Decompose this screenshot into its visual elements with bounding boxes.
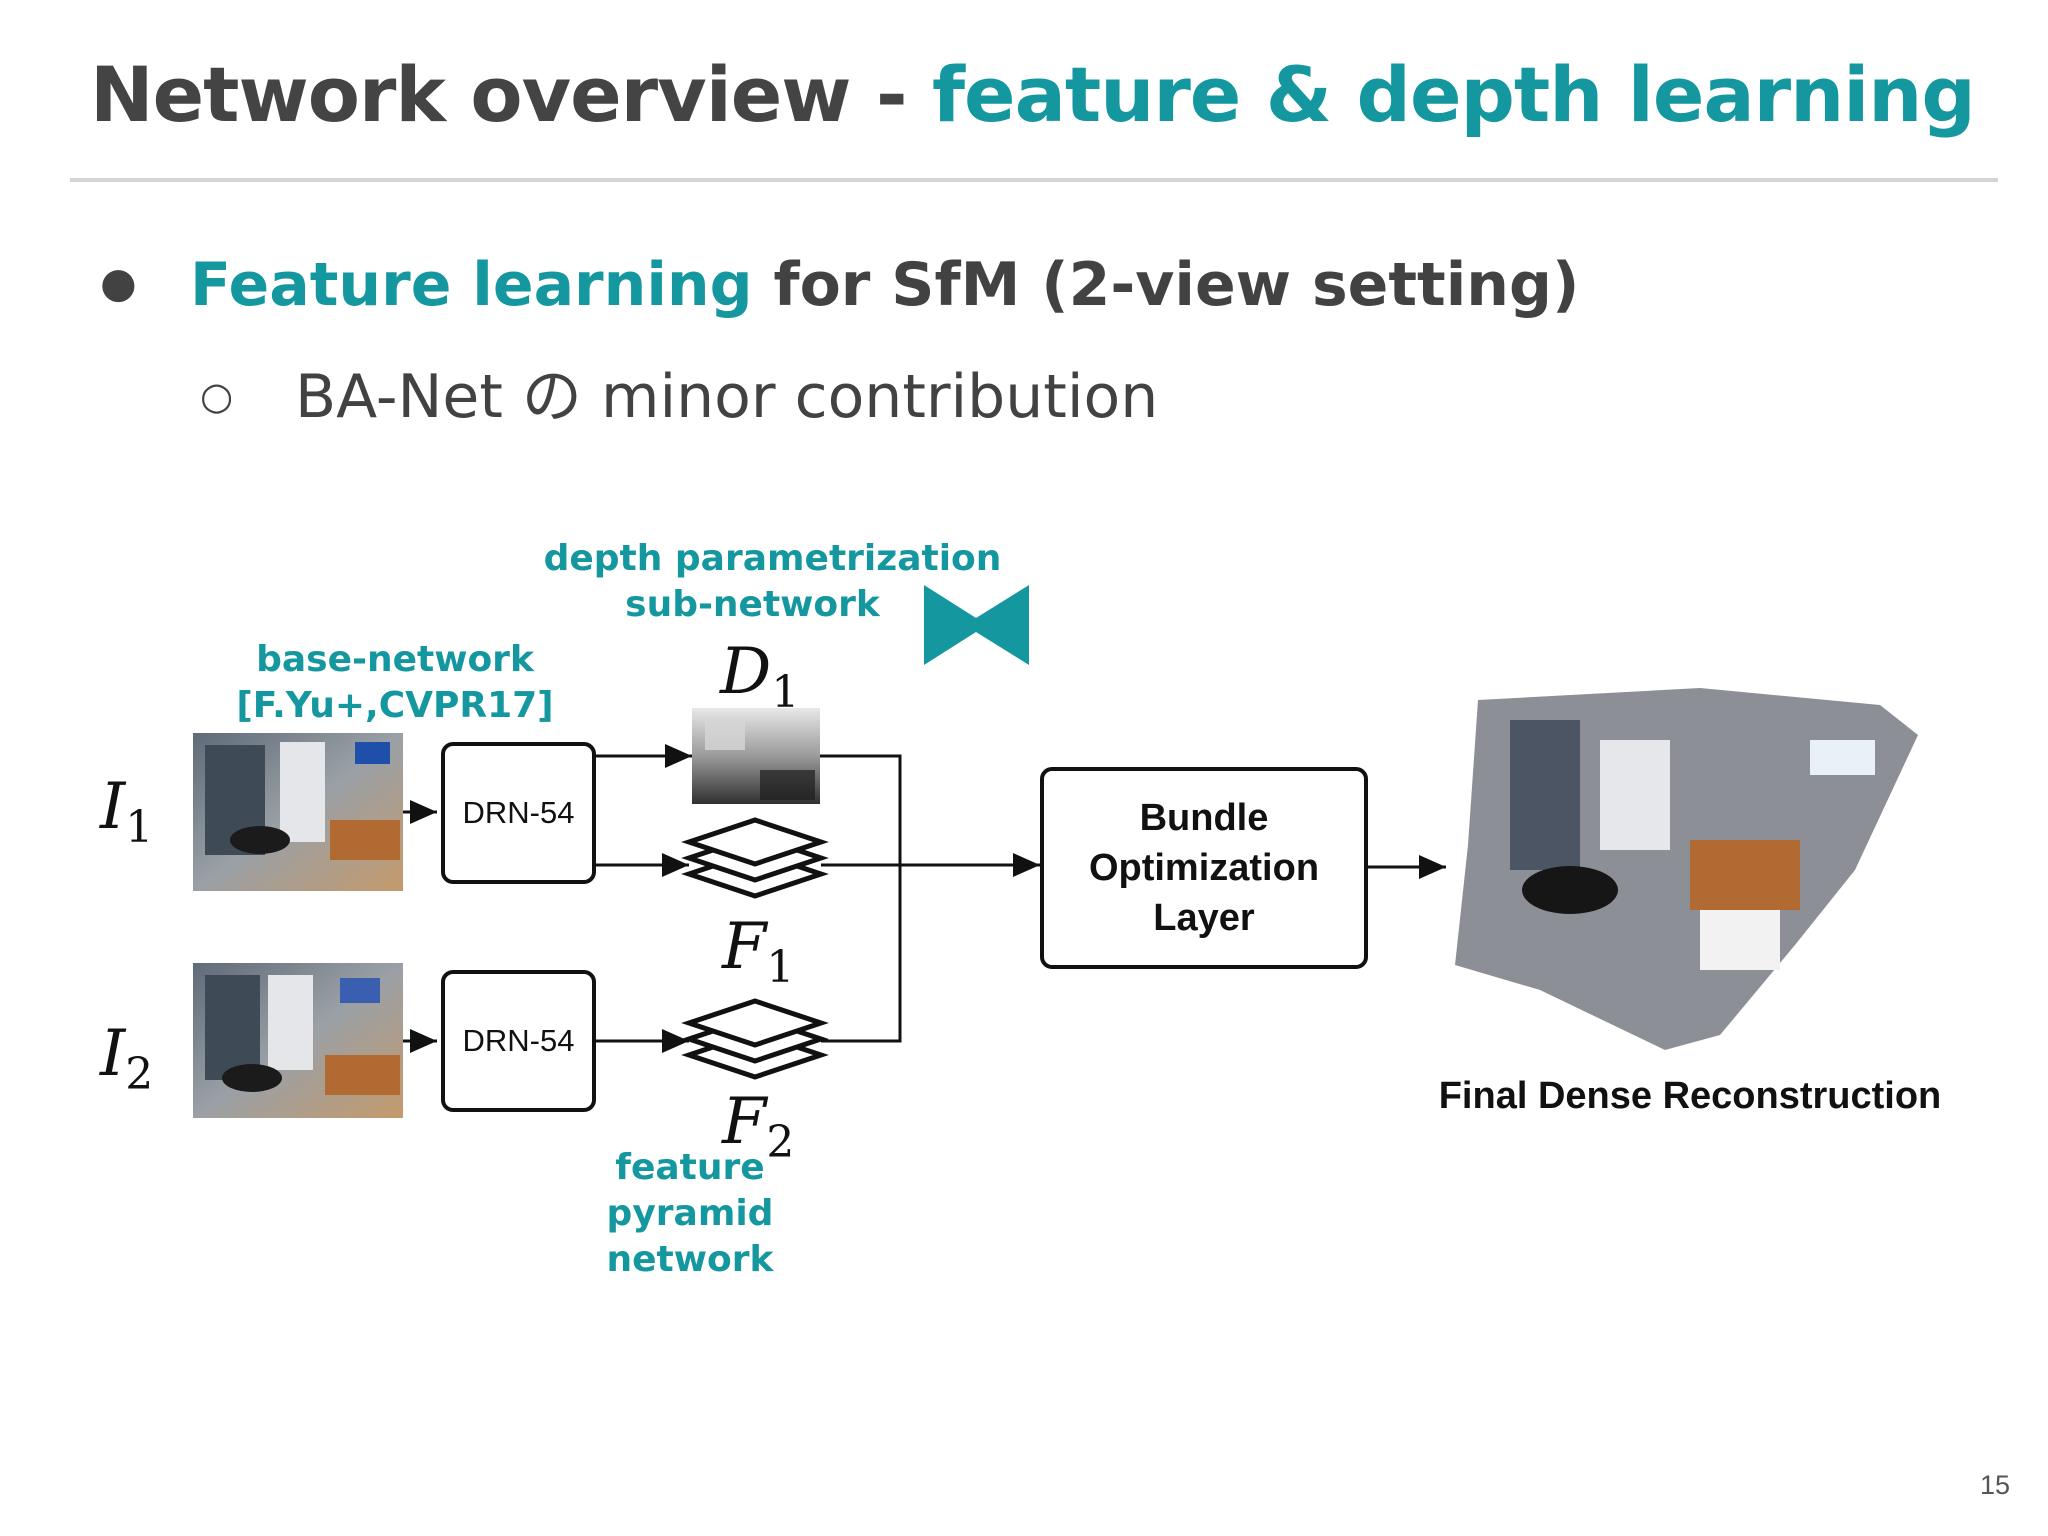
drn54-label-1: DRN-54 bbox=[462, 795, 575, 830]
feature2-symbol: F2 bbox=[722, 1090, 794, 1165]
image2-letter: I bbox=[100, 1017, 126, 1091]
image1-letter: I bbox=[100, 770, 126, 844]
fpn-label: feature pyramid network bbox=[530, 1145, 850, 1283]
input-image-1 bbox=[193, 733, 403, 891]
depth-subscript: 1 bbox=[771, 667, 800, 718]
bundle-line2: Optimization bbox=[1088, 847, 1320, 889]
reconstruction-image bbox=[1455, 688, 1918, 1050]
base-label-line1: base-network bbox=[256, 639, 534, 680]
bullet-dot-icon: ● bbox=[100, 258, 137, 307]
image2-symbol: I2 bbox=[100, 1022, 153, 1097]
bundle-line3: Layer bbox=[1153, 897, 1255, 939]
depth-subnetwork-label: depth parametrization sub-network bbox=[530, 536, 1015, 628]
fpn-label-line1: feature pyramid bbox=[606, 1147, 774, 1234]
drn54-box-2: DRN-54 bbox=[441, 970, 596, 1112]
title-prefix: Network overview - bbox=[90, 50, 932, 139]
bullet1-rest: for SfM (2-view setting) bbox=[752, 250, 1580, 320]
depth-label-line1: depth parametrization bbox=[543, 538, 1002, 579]
depth-map-d1 bbox=[692, 708, 820, 804]
feature1-subscript: 1 bbox=[766, 942, 795, 993]
bullet-level1: ● Feature learning for SfM (2-view settin… bbox=[100, 250, 1579, 320]
feature-pyramid-f2-icon bbox=[681, 998, 829, 1080]
title-accent: feature & depth learning bbox=[931, 50, 1976, 139]
connector-lines bbox=[403, 744, 1446, 1053]
bullet-circle-icon: ○ bbox=[200, 374, 234, 418]
feature2-letter: F bbox=[722, 1085, 767, 1159]
input-image-2 bbox=[193, 963, 403, 1118]
fpn-label-line2: network bbox=[606, 1239, 774, 1280]
depth-letter: D bbox=[720, 635, 772, 709]
drn54-label-2: DRN-54 bbox=[462, 1023, 575, 1058]
slide-title: Network overview - feature & depth learn… bbox=[90, 50, 1976, 139]
depth-symbol: D1 bbox=[720, 640, 799, 715]
bullet-level2: ○ BA-Net の minor contribution bbox=[200, 348, 1158, 435]
bundle-line1: Bundle bbox=[1139, 797, 1269, 839]
image1-subscript: 1 bbox=[125, 802, 154, 853]
feature1-letter: F bbox=[722, 910, 767, 984]
page-number: 15 bbox=[1979, 1470, 2010, 1500]
base-network-label: base-network [F.Yu+,CVPR17] bbox=[230, 637, 560, 729]
final-reconstruction-label: Final Dense Reconstruction bbox=[1438, 1075, 1942, 1117]
bowtie-network-icon bbox=[924, 585, 1029, 665]
bullet1-accent: Feature learning bbox=[190, 250, 753, 320]
depth-label-line2: sub-network bbox=[625, 584, 880, 625]
drn54-box-1: DRN-54 bbox=[441, 742, 596, 884]
image1-symbol: I1 bbox=[100, 775, 153, 850]
feature-pyramid-f1-icon bbox=[681, 817, 829, 899]
base-label-line2: [F.Yu+,CVPR17] bbox=[236, 685, 554, 726]
title-divider bbox=[70, 178, 1998, 182]
bullet2-text: BA-Net の minor contribution bbox=[295, 362, 1159, 432]
feature2-subscript: 2 bbox=[766, 1117, 795, 1168]
image2-subscript: 2 bbox=[125, 1049, 154, 1100]
bundle-optimization-layer-box: Bundle Optimization Layer bbox=[1040, 767, 1368, 969]
feature1-symbol: F1 bbox=[722, 915, 794, 990]
